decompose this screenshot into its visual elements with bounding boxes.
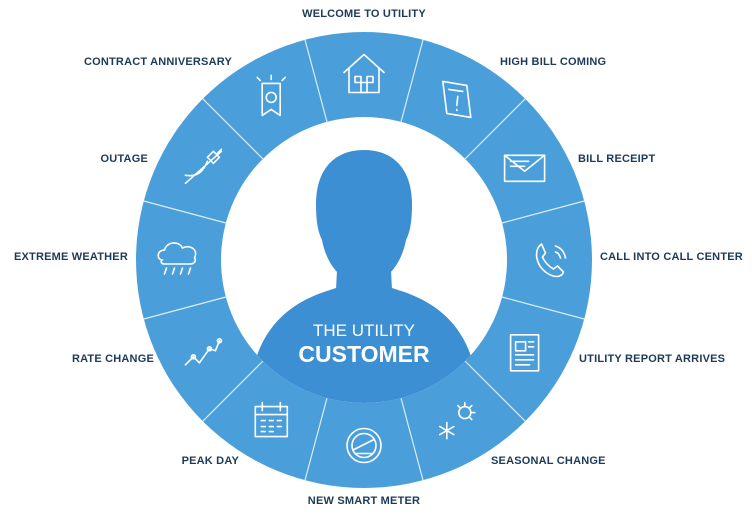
ring-divider (304, 397, 328, 481)
bill-alert-icon (441, 80, 472, 119)
segment-label: NEW SMART METER (307, 495, 421, 507)
ring-divider (202, 360, 264, 422)
ring-divider (400, 39, 424, 123)
segment-label: CONTRACT ANNIVERSARY (83, 56, 232, 68)
meter-icon (346, 427, 382, 464)
segment-label: PEAK DAY (181, 455, 239, 467)
ring-divider (304, 39, 328, 123)
silhouette-body (250, 268, 478, 403)
house-icon (343, 53, 385, 94)
envelope-icon (503, 154, 546, 183)
ring-divider (143, 200, 227, 224)
ring-divider (202, 98, 264, 160)
customer-silhouette (250, 150, 478, 403)
segment-label: EXTREME WEATHER (13, 251, 128, 263)
segment-label: OUTAGE (100, 153, 148, 165)
ribbon-award-icon (256, 74, 287, 117)
segment-label: CALL INTO CALL CENTER (600, 251, 743, 263)
segment-label: SEASONAL CHANGE (491, 455, 606, 467)
unplugged-icon (184, 148, 223, 185)
segment-label: HIGH BILL COMING (500, 56, 607, 68)
segment-label: UTILITY REPORT ARRIVES (579, 353, 726, 365)
ring-divider (464, 98, 526, 160)
segment-label: BILL RECEIPT (578, 153, 656, 165)
ring-divider (464, 360, 526, 422)
ring-divider (501, 200, 585, 224)
sun-snowflake-icon (438, 401, 476, 440)
silhouette-head (316, 150, 412, 284)
ring-divider (501, 296, 585, 320)
trend-line-icon (184, 337, 223, 366)
ring-divider (400, 397, 424, 481)
phone-icon (535, 243, 567, 278)
segment-icons (157, 53, 567, 464)
ring-divider (143, 296, 227, 320)
center-title-line1: THE UTILITY (313, 321, 415, 340)
segment-label: WELCOME TO UTILITY (302, 8, 426, 20)
calendar-icon (254, 401, 289, 438)
center-title-line2: CUSTOMER (298, 341, 430, 367)
report-icon (509, 333, 540, 372)
segment-label: RATE CHANGE (71, 353, 154, 365)
storm-cloud-icon (157, 242, 197, 275)
